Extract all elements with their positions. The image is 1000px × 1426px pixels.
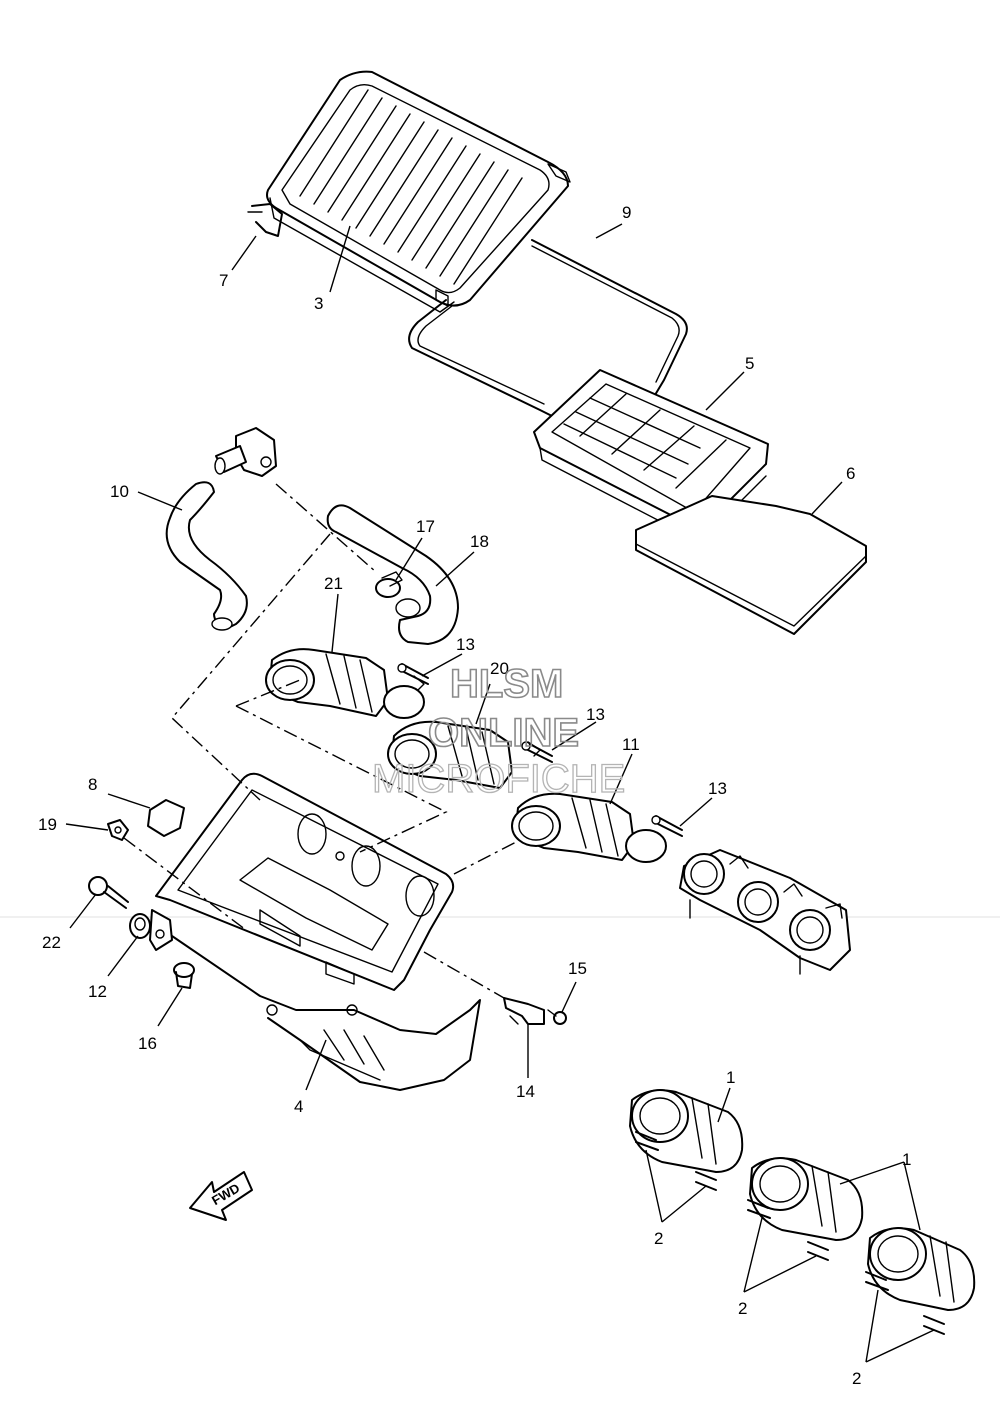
part-11-joint[interactable] [511, 792, 667, 863]
part-19-clip[interactable] [107, 819, 129, 841]
callout-18: 18 [470, 532, 489, 551]
callout-12: 12 [88, 982, 107, 1001]
leader-lines [65, 223, 935, 1363]
callout-4: 4 [294, 1097, 303, 1116]
part-13-screw-a[interactable] [397, 663, 429, 685]
callout-22: 22 [42, 933, 61, 952]
callout-1b: 1 [902, 1150, 911, 1169]
part-12-grommet[interactable] [129, 913, 151, 939]
part-10-breather-hose[interactable] [165, 481, 248, 631]
callout-labels: 1 1 2 2 2 3 4 5 6 7 8 9 10 11 12 13 13 1… [38, 203, 911, 1388]
callout-15: 15 [568, 959, 587, 978]
callout-9: 9 [622, 203, 631, 222]
part-9-wire-frame[interactable] [408, 239, 688, 441]
callout-5: 5 [745, 354, 754, 373]
callout-13c: 13 [708, 779, 727, 798]
watermark: HLSM ONLINE MICROFICHE [371, 661, 626, 801]
part-2-clamp-a[interactable] [635, 1131, 717, 1191]
throttle-body-assembly [679, 849, 851, 975]
callout-21: 21 [324, 574, 343, 593]
part-10-fitting[interactable] [214, 427, 277, 477]
callout-10: 10 [110, 482, 129, 501]
part-8-pad[interactable] [147, 799, 185, 837]
callout-16: 16 [138, 1034, 157, 1053]
watermark-line2: ONLINE [428, 711, 579, 755]
part-13-screw-c[interactable] [651, 815, 683, 837]
callout-19: 19 [38, 815, 57, 834]
part-5-element-grid[interactable] [533, 369, 769, 543]
part-1-joint-b[interactable] [749, 1157, 864, 1241]
part-1-joint-c[interactable] [867, 1227, 976, 1311]
callout-13b: 13 [586, 705, 605, 724]
callout-6: 6 [846, 464, 855, 483]
callout-1a: 1 [726, 1068, 735, 1087]
callout-7: 7 [219, 271, 228, 290]
callout-13a: 13 [456, 635, 475, 654]
watermark-line1: HLSM [450, 662, 563, 706]
part-16-collar[interactable] [173, 962, 195, 989]
fwd-arrow-icon: FWD [189, 1171, 253, 1221]
callout-20: 20 [490, 659, 509, 678]
alignment-lines [123, 483, 521, 999]
part-4-air-cleaner-case[interactable] [149, 772, 481, 1091]
callout-2a: 2 [654, 1229, 663, 1248]
watermark-line3: MICROFICHE [372, 757, 625, 801]
part-7-clip[interactable] [247, 203, 283, 237]
callout-2b: 2 [738, 1299, 747, 1318]
part-6-plate[interactable] [635, 495, 867, 635]
part-14-sensor[interactable] [503, 997, 545, 1025]
part-22-bolt[interactable] [88, 876, 129, 909]
part-18-hose[interactable] [326, 504, 459, 645]
part-3-case-cover[interactable] [266, 70, 571, 313]
part-15-screw[interactable] [547, 1009, 567, 1025]
callout-17: 17 [416, 517, 435, 536]
part-13-screw-b[interactable] [521, 741, 553, 763]
callout-3: 3 [314, 294, 323, 313]
callout-2c: 2 [852, 1369, 861, 1388]
part-21-joint[interactable] [265, 648, 425, 719]
part-20-joint[interactable] [387, 720, 541, 789]
part-2-clamp-c[interactable] [865, 1271, 945, 1335]
part-2-clamp-b[interactable] [747, 1199, 829, 1261]
callout-14: 14 [516, 1082, 535, 1101]
callout-8: 8 [88, 775, 97, 794]
callout-11: 11 [622, 735, 640, 754]
